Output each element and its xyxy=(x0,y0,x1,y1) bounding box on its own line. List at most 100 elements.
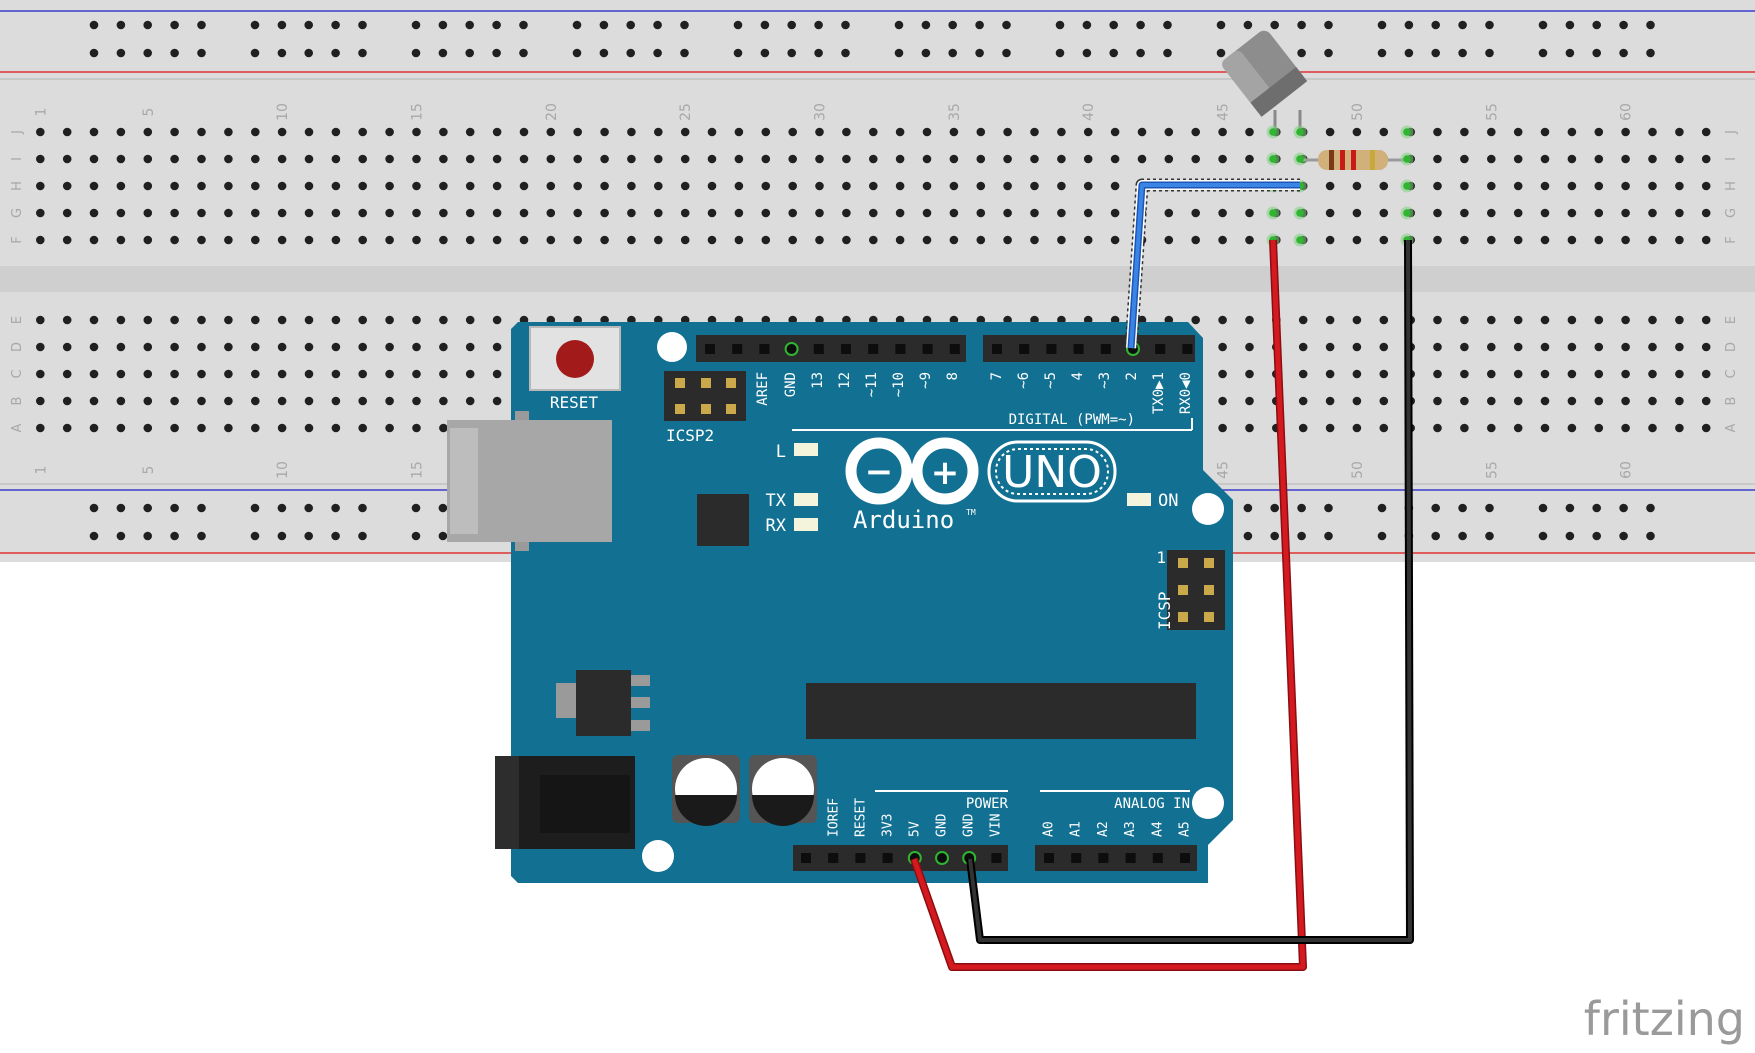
breadboard-hole[interactable] xyxy=(815,208,824,218)
breadboard-hole[interactable] xyxy=(492,396,502,406)
breadboard-hole[interactable] xyxy=(654,208,663,218)
breadboard-hole[interactable] xyxy=(707,235,717,245)
breadboard-hole[interactable] xyxy=(465,342,475,352)
breadboard-hole[interactable] xyxy=(197,342,206,352)
rail-hole[interactable] xyxy=(1082,48,1092,58)
breadboard-hole[interactable] xyxy=(1540,127,1550,137)
breadboard-hole[interactable] xyxy=(1379,423,1389,433)
breadboard-hole[interactable] xyxy=(1325,342,1335,352)
rail-hole[interactable] xyxy=(1243,20,1253,30)
breadboard-hole[interactable] xyxy=(1594,315,1604,325)
breadboard-hole[interactable] xyxy=(89,181,99,191)
breadboard-hole[interactable] xyxy=(62,342,72,352)
rail-hole[interactable] xyxy=(1297,503,1306,513)
breadboard-hole[interactable] xyxy=(1648,127,1657,137)
breadboard-hole[interactable] xyxy=(439,396,448,406)
rail-hole[interactable] xyxy=(975,20,984,30)
breadboard-hole[interactable] xyxy=(1701,369,1711,379)
breadboard-hole[interactable] xyxy=(277,154,287,164)
header-pin[interactable] xyxy=(1046,344,1057,354)
breadboard-hole[interactable] xyxy=(680,235,690,245)
rail-hole[interactable] xyxy=(197,48,206,58)
breadboard-hole[interactable] xyxy=(1030,127,1039,137)
rail-hole[interactable] xyxy=(331,48,340,58)
breadboard-hole[interactable] xyxy=(519,208,529,218)
breadboard-hole[interactable] xyxy=(1675,154,1684,164)
breadboard-hole[interactable] xyxy=(1379,396,1389,406)
breadboard-hole[interactable] xyxy=(492,342,502,352)
rail-hole[interactable] xyxy=(277,503,287,513)
rail-hole[interactable] xyxy=(733,48,743,58)
rail-hole[interactable] xyxy=(277,531,287,541)
breadboard-hole[interactable] xyxy=(385,423,394,433)
breadboard-hole[interactable] xyxy=(1218,423,1227,433)
breadboard-hole[interactable] xyxy=(1325,315,1335,325)
breadboard-hole[interactable] xyxy=(385,396,394,406)
breadboard-hole[interactable] xyxy=(1057,235,1066,245)
breadboard-hole[interactable] xyxy=(412,127,421,137)
rail-hole[interactable] xyxy=(331,531,340,541)
rail-hole[interactable] xyxy=(1485,20,1494,30)
breadboard-hole[interactable] xyxy=(1513,208,1523,218)
breadboard-hole[interactable] xyxy=(1083,127,1093,137)
breadboard-hole[interactable] xyxy=(465,181,475,191)
breadboard-hole[interactable] xyxy=(412,208,421,218)
breadboard-hole[interactable] xyxy=(170,396,179,406)
rail-hole[interactable] xyxy=(841,20,850,30)
rail-hole[interactable] xyxy=(975,48,984,58)
breadboard-hole[interactable] xyxy=(761,235,771,245)
breadboard-hole[interactable] xyxy=(224,423,233,433)
rail-hole[interactable] xyxy=(116,20,126,30)
header-pin[interactable] xyxy=(705,344,715,354)
breadboard-hole[interactable] xyxy=(304,423,314,433)
breadboard-hole[interactable] xyxy=(922,127,932,137)
header-pin[interactable] xyxy=(801,853,811,863)
breadboard-hole[interactable] xyxy=(1567,369,1577,379)
breadboard-hole[interactable] xyxy=(761,154,771,164)
breadboard-hole[interactable] xyxy=(600,208,609,218)
rail-hole[interactable] xyxy=(358,20,367,30)
rail-hole[interactable] xyxy=(250,20,260,30)
breadboard-hole[interactable] xyxy=(251,342,260,352)
breadboard-hole[interactable] xyxy=(331,396,341,406)
breadboard-hole[interactable] xyxy=(1433,181,1442,191)
rail-hole[interactable] xyxy=(1619,503,1628,513)
breadboard-hole[interactable] xyxy=(1379,181,1389,191)
breadboard-hole[interactable] xyxy=(170,423,179,433)
header-pin[interactable] xyxy=(1098,853,1109,863)
breadboard-hole[interactable] xyxy=(1621,154,1630,164)
breadboard-hole[interactable] xyxy=(976,208,986,218)
breadboard-hole[interactable] xyxy=(1460,396,1469,406)
rail-hole[interactable] xyxy=(411,48,421,58)
breadboard-hole[interactable] xyxy=(788,208,797,218)
rail-hole[interactable] xyxy=(1458,531,1467,541)
breadboard-hole[interactable] xyxy=(224,127,233,137)
breadboard-hole[interactable] xyxy=(1648,369,1657,379)
breadboard-hole[interactable] xyxy=(277,181,287,191)
breadboard-hole[interactable] xyxy=(143,154,153,164)
breadboard-hole[interactable] xyxy=(1513,423,1523,433)
rail-hole[interactable] xyxy=(519,48,528,58)
breadboard-hole[interactable] xyxy=(1567,315,1577,325)
breadboard-hole[interactable] xyxy=(1083,154,1093,164)
rail-hole[interactable] xyxy=(1243,503,1253,513)
rail-hole[interactable] xyxy=(1002,48,1011,58)
breadboard-hole[interactable] xyxy=(1648,423,1657,433)
breadboard-hole[interactable] xyxy=(627,181,636,191)
breadboard-hole[interactable] xyxy=(197,154,206,164)
breadboard-hole[interactable] xyxy=(36,181,45,191)
breadboard-hole[interactable] xyxy=(251,154,260,164)
breadboard-hole[interactable] xyxy=(869,181,878,191)
breadboard-hole[interactable] xyxy=(1379,342,1389,352)
breadboard-hole[interactable] xyxy=(358,127,368,137)
breadboard-hole[interactable] xyxy=(1030,208,1039,218)
breadboard-hole[interactable] xyxy=(492,315,502,325)
breadboard-hole[interactable] xyxy=(385,342,394,352)
rail-hole[interactable] xyxy=(1431,503,1440,513)
breadboard-hole[interactable] xyxy=(1675,181,1684,191)
breadboard-hole[interactable] xyxy=(1352,342,1362,352)
breadboard-hole[interactable] xyxy=(224,208,233,218)
breadboard-hole[interactable] xyxy=(680,181,690,191)
breadboard-hole[interactable] xyxy=(439,342,448,352)
breadboard-hole[interactable] xyxy=(197,396,206,406)
